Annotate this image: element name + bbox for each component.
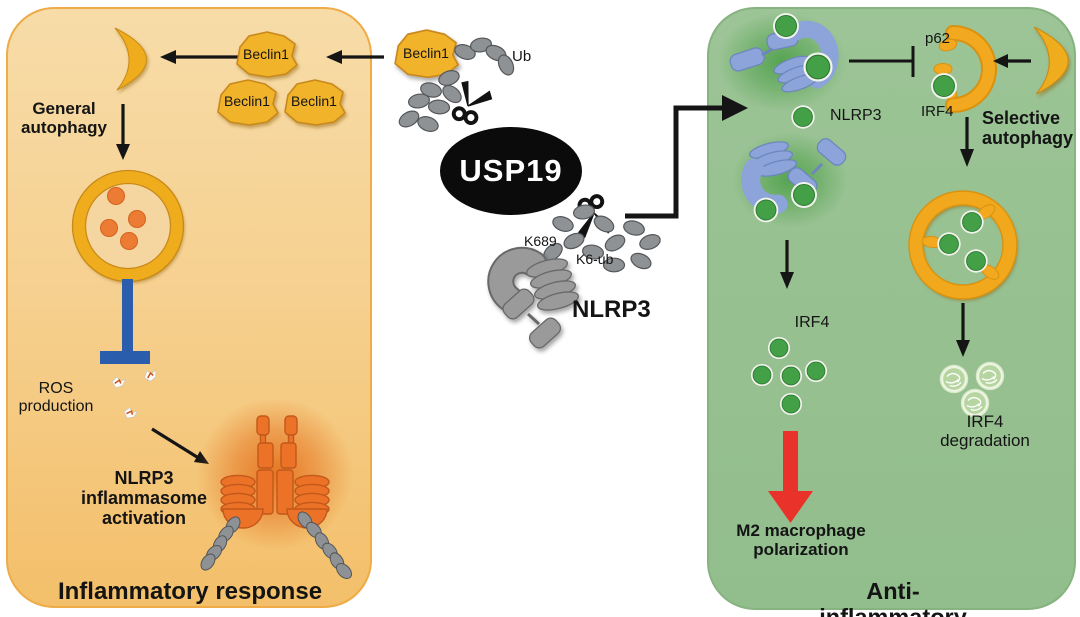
irf4-released-cluster bbox=[750, 336, 828, 416]
nlrp3-irf4-complex-mid bbox=[732, 132, 848, 228]
anti-inflammatory-response-title: Anti-inflammatory response bbox=[819, 578, 967, 617]
beclin1-label-b: Beclin1 bbox=[224, 93, 270, 109]
usp19-label: USP19 bbox=[459, 153, 563, 188]
inhibition-bar-ros bbox=[100, 279, 150, 364]
k6ub-label: K6-ub bbox=[576, 251, 614, 267]
p62-label: p62 bbox=[925, 30, 951, 47]
autophagosome-right bbox=[908, 190, 1018, 300]
phagophore-crescent-left bbox=[114, 27, 148, 91]
beclin1-label-c: Beclin1 bbox=[291, 93, 337, 109]
irf4-degradation-label: IRF4 degradation bbox=[940, 412, 1030, 451]
k689-label: K689 bbox=[524, 233, 557, 249]
general-autophagy-label: General autophagy bbox=[21, 99, 107, 138]
ros-particles bbox=[110, 367, 160, 422]
arrow-autophagosome-to-degradation bbox=[956, 303, 970, 357]
nlrp3-protein-gray bbox=[487, 246, 580, 349]
arrow-free-beclin1-to-pool bbox=[326, 50, 384, 64]
nlrp3-irf4-complex-top bbox=[718, 12, 846, 112]
beclin1-label-a: Beclin1 bbox=[243, 46, 289, 62]
nlrp3-inflammasome-graphic bbox=[197, 398, 355, 582]
irf4-top-label: IRF4 bbox=[921, 103, 954, 120]
nlrp3-right-label: NLRP3 bbox=[830, 107, 882, 124]
autophagosome-left bbox=[71, 169, 185, 283]
usp19-enzyme bbox=[440, 127, 582, 215]
red-arrow-m2-polarization bbox=[768, 431, 813, 523]
m2-polarization-label: M2 macrophage polarization bbox=[736, 521, 866, 560]
arrow-general-autophagy bbox=[116, 104, 130, 160]
scissors-icon bbox=[450, 78, 497, 129]
nlrp3-center-label: NLRP3 bbox=[572, 296, 651, 323]
arrow-crescent-to-p62 bbox=[993, 54, 1031, 68]
arrow-complex-to-irf4 bbox=[780, 240, 794, 289]
irf4-degraded-particles bbox=[938, 360, 1006, 419]
nlrp3-free-circle bbox=[790, 104, 816, 130]
inhibition-complex-to-p62 bbox=[849, 46, 915, 77]
ros-production-label: ROS production bbox=[18, 380, 94, 415]
ub-label: Ub bbox=[512, 48, 532, 65]
phagophore-crescent-right bbox=[1033, 26, 1069, 95]
arrow-selective-autophagy bbox=[960, 117, 974, 167]
nlrp3-activation-label: NLRP3 inflammasome activation bbox=[80, 468, 208, 529]
arrow-usp19-to-right-panel bbox=[625, 95, 748, 219]
inflammatory-response-title: Inflammatory response bbox=[57, 578, 323, 605]
p62-receptor-graphic bbox=[930, 25, 997, 113]
selective-autophagy-label: Selective autophagy bbox=[982, 108, 1074, 149]
irf4-mid-label: IRF4 bbox=[794, 314, 830, 331]
beclin1-label-center: Beclin1 bbox=[403, 45, 449, 61]
